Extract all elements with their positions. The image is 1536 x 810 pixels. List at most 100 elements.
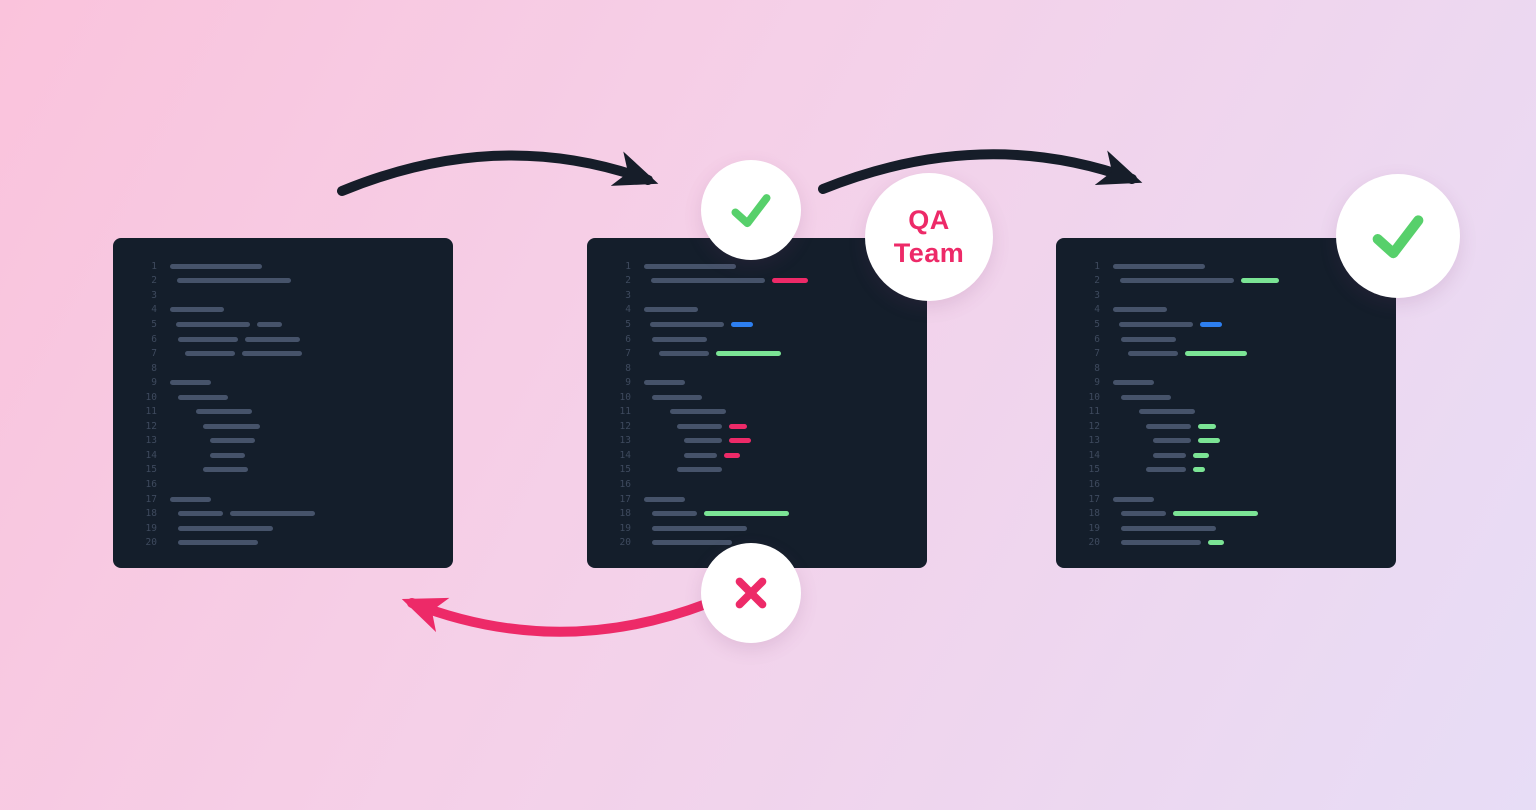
code-token-bar xyxy=(1173,511,1258,517)
code-line: 15 xyxy=(113,463,453,478)
line-number: 14 xyxy=(145,449,157,461)
line-number: 13 xyxy=(619,435,631,447)
code-token-bar xyxy=(652,394,702,400)
x-icon xyxy=(735,577,767,609)
line-number: 4 xyxy=(1094,304,1100,316)
code-token-bar xyxy=(677,467,722,473)
code-token-bar xyxy=(644,496,685,502)
code-token-bar xyxy=(210,452,245,458)
code-token-bar xyxy=(170,263,262,269)
code-line: 4 xyxy=(113,303,453,318)
code-token-bar xyxy=(1153,452,1186,458)
line-number: 11 xyxy=(145,406,157,418)
code-token-bar xyxy=(210,438,255,444)
code-line: 20 xyxy=(113,535,453,550)
code-token-bar xyxy=(196,409,252,415)
code-line: 5 xyxy=(1056,317,1396,332)
code-token-bar xyxy=(1185,351,1247,357)
line-number: 8 xyxy=(625,362,631,374)
code-line: 20 xyxy=(587,535,927,550)
code-line: 10 xyxy=(113,390,453,405)
code-token-bar xyxy=(659,351,709,357)
code-token-bar xyxy=(716,351,781,357)
code-line: 13 xyxy=(113,434,453,449)
line-number: 17 xyxy=(619,493,631,505)
line-number: 7 xyxy=(625,348,631,360)
line-number: 8 xyxy=(151,362,157,374)
code-token-bar xyxy=(1119,321,1193,327)
arrow-reject xyxy=(401,597,711,637)
code-token-bar xyxy=(772,278,808,284)
code-token-bar xyxy=(1121,511,1166,517)
code-line: 10 xyxy=(587,390,927,405)
code-line: 5 xyxy=(587,317,927,332)
code-token-bar xyxy=(203,423,260,429)
code-line: 13 xyxy=(587,434,927,449)
code-token-bar xyxy=(1121,394,1171,400)
code-token-bar xyxy=(257,321,282,327)
code-line: 14 xyxy=(587,448,927,463)
line-number: 18 xyxy=(1088,508,1100,520)
line-number: 12 xyxy=(1088,420,1100,432)
line-number: 2 xyxy=(625,275,631,287)
code-line: 3 xyxy=(587,288,927,303)
code-token-bar xyxy=(724,452,740,458)
line-number: 20 xyxy=(619,537,631,549)
code-token-bar xyxy=(651,278,765,284)
code-token-bar xyxy=(1121,540,1201,546)
line-number: 15 xyxy=(145,464,157,476)
line-number: 15 xyxy=(1088,464,1100,476)
code-line: 17 xyxy=(113,492,453,507)
line-number: 19 xyxy=(1088,522,1100,534)
code-token-bar xyxy=(684,438,722,444)
code-line: 12 xyxy=(1056,419,1396,434)
rejected-x-badge xyxy=(701,543,801,643)
line-number: 11 xyxy=(619,406,631,418)
code-token-bar xyxy=(652,336,707,342)
code-token-bar xyxy=(203,467,248,473)
line-number: 10 xyxy=(145,391,157,403)
code-token-bar xyxy=(644,380,685,386)
line-number: 9 xyxy=(1094,377,1100,389)
code-token-bar xyxy=(177,278,291,284)
line-number: 14 xyxy=(1088,449,1100,461)
code-token-bar xyxy=(178,525,273,531)
code-token-bar xyxy=(178,540,258,546)
line-number: 16 xyxy=(145,478,157,490)
line-number: 1 xyxy=(625,260,631,272)
code-token-bar xyxy=(729,438,751,444)
line-number: 9 xyxy=(625,377,631,389)
code-line: 18 xyxy=(113,506,453,521)
code-token-bar xyxy=(1208,540,1224,546)
line-number: 5 xyxy=(625,318,631,330)
code-line: 9 xyxy=(587,375,927,390)
code-line: 13 xyxy=(1056,434,1396,449)
line-number: 19 xyxy=(145,522,157,534)
code-line: 8 xyxy=(113,361,453,376)
line-number: 13 xyxy=(145,435,157,447)
line-number: 11 xyxy=(1088,406,1100,418)
code-line: 1 xyxy=(1056,259,1396,274)
line-number: 6 xyxy=(1094,333,1100,345)
line-number: 6 xyxy=(625,333,631,345)
arrow-submit xyxy=(337,150,659,196)
code-token-bar xyxy=(1146,467,1186,473)
code-token-bar xyxy=(1113,380,1154,386)
line-number: 4 xyxy=(625,304,631,316)
code-token-bar xyxy=(652,511,697,517)
code-token-bar xyxy=(1153,438,1191,444)
code-line: 16 xyxy=(587,477,927,492)
code-line: 1 xyxy=(587,259,927,274)
line-number: 7 xyxy=(151,348,157,360)
code-token-bar xyxy=(1146,423,1191,429)
line-number: 2 xyxy=(1094,275,1100,287)
code-token-bar xyxy=(670,409,726,415)
line-number: 10 xyxy=(619,391,631,403)
line-number: 16 xyxy=(619,478,631,490)
code-token-bar xyxy=(644,307,698,313)
code-line: 20 xyxy=(1056,535,1396,550)
code-line: 19 xyxy=(113,521,453,536)
approved-check-badge xyxy=(701,160,801,260)
